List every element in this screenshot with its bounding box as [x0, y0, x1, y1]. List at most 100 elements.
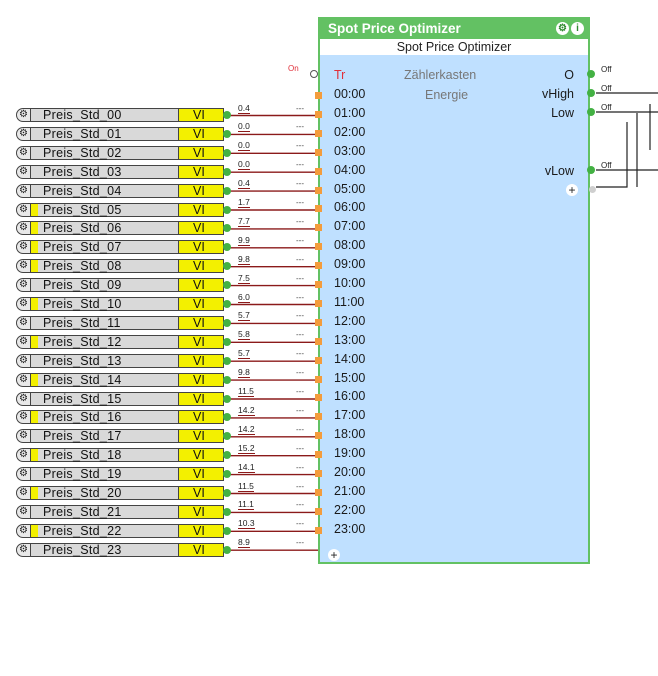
input-output-port[interactable] — [223, 129, 231, 138]
input-output-port[interactable] — [223, 356, 231, 365]
hour-input-port[interactable] — [315, 470, 322, 477]
gear-icon[interactable]: ⚙ — [16, 221, 31, 236]
gear-icon[interactable]: ⚙ — [556, 22, 569, 35]
add-output-icon[interactable]: + — [566, 184, 578, 196]
input-output-port[interactable] — [223, 186, 231, 195]
trigger-port[interactable] — [310, 70, 318, 78]
gear-icon[interactable]: ⚙ — [16, 467, 31, 482]
hour-input-port[interactable] — [315, 243, 322, 251]
gear-icon[interactable]: ⚙ — [16, 259, 31, 274]
gear-icon[interactable]: ⚙ — [16, 486, 31, 500]
hour-input-port[interactable] — [315, 262, 322, 270]
gear-icon[interactable]: ⚙ — [16, 353, 31, 368]
hour-input-port[interactable] — [315, 356, 322, 364]
add-input-icon[interactable]: + — [328, 549, 340, 561]
input-output-port[interactable] — [223, 281, 231, 290]
gear-icon[interactable]: ⚙ — [16, 372, 31, 387]
gear-icon[interactable]: ⚙ — [16, 410, 31, 425]
hour-input-port[interactable] — [315, 394, 322, 402]
hour-input-port[interactable] — [315, 507, 322, 515]
gear-icon[interactable]: ⚙ — [16, 334, 31, 349]
input-output-port[interactable] — [223, 545, 231, 554]
gear-icon[interactable]: ⚙ — [16, 145, 31, 160]
gear-icon[interactable]: ⚙ — [16, 429, 31, 444]
input-output-port[interactable] — [223, 451, 231, 460]
hour-input-port[interactable] — [315, 318, 322, 326]
gear-icon[interactable]: ⚙ — [16, 183, 31, 198]
output-port[interactable] — [587, 166, 595, 174]
input-output-port[interactable] — [223, 300, 231, 308]
input-output-port[interactable] — [223, 318, 231, 327]
input-output-port[interactable] — [223, 243, 231, 252]
input-output-port[interactable] — [223, 148, 231, 157]
input-output-port[interactable] — [223, 470, 231, 479]
hour-input-port[interactable] — [315, 205, 322, 213]
hour-input-port[interactable] — [315, 451, 322, 459]
gear-icon[interactable]: ⚙ — [16, 542, 31, 557]
hour-input-port[interactable] — [315, 281, 322, 288]
gear-icon[interactable]: ⚙ — [16, 315, 31, 330]
hour-input-port[interactable] — [315, 110, 322, 118]
block-header[interactable]: Spot Price Optimizer ⚙ i — [320, 19, 588, 39]
gear-icon[interactable]: ⚙ — [16, 202, 31, 217]
hour-input-port[interactable] — [315, 432, 322, 440]
gear-icon[interactable]: ⚙ — [16, 164, 31, 179]
hour-input-port[interactable] — [315, 375, 322, 383]
output-port[interactable] — [587, 89, 595, 97]
hour-input-port[interactable] — [315, 299, 322, 307]
hour-input-port[interactable] — [315, 186, 322, 194]
gear-icon[interactable]: ⚙ — [16, 448, 31, 463]
input-output-port[interactable] — [223, 337, 231, 346]
gear-icon[interactable]: ⚙ — [16, 126, 31, 141]
input-output-port[interactable] — [223, 375, 231, 384]
hour-input-port[interactable] — [315, 224, 322, 232]
input-output-port[interactable] — [223, 413, 231, 422]
output-port[interactable] — [587, 70, 595, 78]
input-output-port[interactable] — [223, 394, 231, 403]
hour-input-port[interactable] — [315, 413, 322, 421]
gear-icon[interactable]: ⚙ — [16, 278, 31, 293]
hour-input-port[interactable] — [315, 526, 322, 534]
output-port[interactable] — [587, 108, 595, 116]
gear-icon[interactable]: ⚙ — [16, 108, 31, 122]
hour-input-port[interactable] — [315, 129, 322, 137]
gear-icon[interactable]: ⚙ — [16, 523, 31, 538]
gear-icon[interactable]: ⚙ — [16, 391, 31, 406]
hour-input-port[interactable] — [315, 148, 322, 156]
hour-input-port[interactable] — [315, 488, 322, 496]
input-output-port[interactable] — [223, 111, 231, 119]
input-output-port[interactable] — [223, 526, 231, 535]
gear-icon[interactable]: ⚙ — [16, 240, 31, 255]
input-output-port[interactable] — [223, 489, 231, 497]
unused-output-port[interactable] — [589, 186, 596, 193]
function-block[interactable]: Spot Price Optimizer ⚙ i Spot Price Opti… — [315, 17, 590, 564]
input-output-port[interactable] — [223, 432, 231, 441]
hour-input-port[interactable] — [315, 92, 322, 99]
hour-input-port[interactable] — [315, 337, 322, 345]
input-output-port[interactable] — [223, 507, 231, 516]
input-output-port[interactable] — [223, 167, 231, 176]
gear-icon[interactable]: ⚙ — [16, 297, 31, 311]
gear-icon[interactable]: ⚙ — [16, 504, 31, 519]
